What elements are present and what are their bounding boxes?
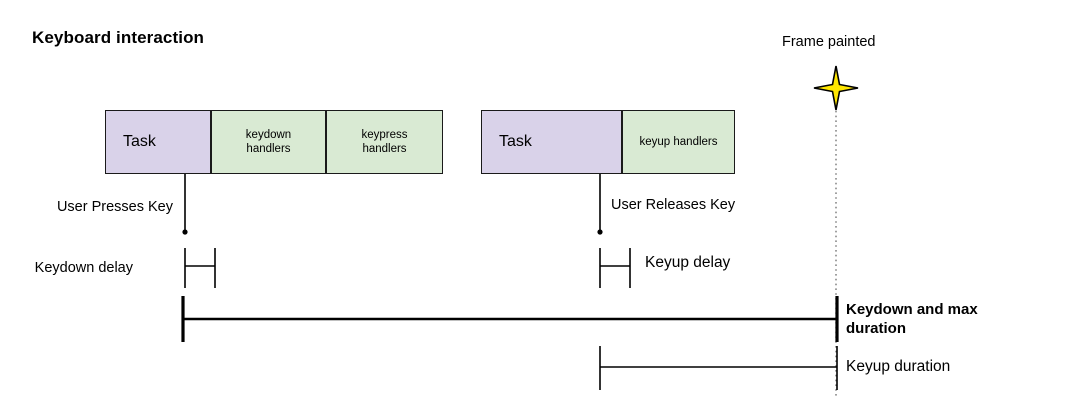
keyup-handlers-block[interactable]: keyup handlers <box>622 110 735 174</box>
frame-painted-label: Frame painted <box>782 34 876 50</box>
keydown-and-max-duration-bar <box>181 296 839 342</box>
frame-painted-star-icon <box>813 65 859 111</box>
user-releases-key-label: User Releases Key <box>611 197 736 213</box>
keydown-handlers-block-label: keydown handlers <box>245 128 292 155</box>
keypress-handlers-block-label: keypress handlers <box>361 128 408 155</box>
task-block-2-label: Task <box>499 133 532 151</box>
keyup-duration-label: Keyup duration <box>846 358 951 375</box>
keydown-handlers-block[interactable]: keydown handlers <box>211 110 326 174</box>
keyup-duration-bar <box>599 346 838 390</box>
keyup-delay-marker <box>599 248 631 288</box>
task-block-1-label: Task <box>123 133 156 151</box>
keypress-handlers-block[interactable]: keypress handlers <box>326 110 443 174</box>
keydown-and-max-duration-label: Keydown and max duration <box>846 301 978 338</box>
keydown-delay-marker <box>184 248 216 288</box>
keyup-handlers-block-label: keyup handlers <box>639 135 718 148</box>
user-releases-key-arrow <box>597 174 603 235</box>
task-block-2[interactable]: Task <box>481 110 622 174</box>
keydown-delay-label: Keydown delay <box>34 260 133 276</box>
user-presses-key-arrow <box>182 174 188 235</box>
user-presses-key-label: User Presses Key <box>56 199 173 215</box>
page-title: Keyboard interaction <box>32 28 205 47</box>
task-block-1[interactable]: Task <box>105 110 211 174</box>
keyup-delay-label: Keyup delay <box>645 254 731 271</box>
